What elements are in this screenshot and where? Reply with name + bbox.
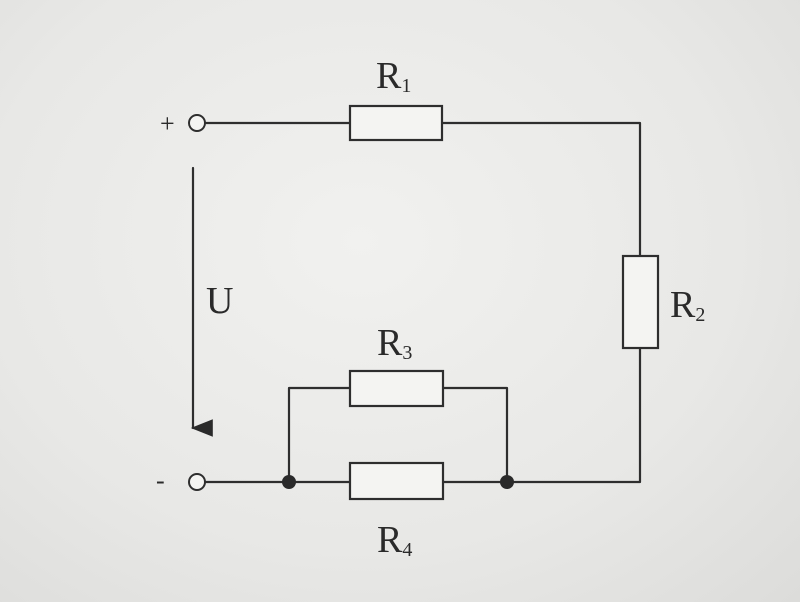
wire-r3-right-branch — [441, 386, 509, 484]
voltage-label: U — [206, 280, 233, 322]
resistor-r3 — [348, 369, 445, 408]
junction-node-left — [282, 475, 296, 489]
resistor-r4 — [348, 461, 445, 501]
label-r3-letter: R — [377, 322, 403, 364]
label-r2-letter: R — [670, 284, 696, 326]
label-r4: R4 — [377, 519, 412, 561]
label-r1: R1 — [376, 55, 411, 97]
resistor-r1 — [348, 104, 444, 142]
label-r1-index: 1 — [401, 75, 411, 97]
terminal-negative — [188, 473, 206, 491]
label-r2-index: 2 — [695, 304, 705, 326]
label-r4-index: 4 — [402, 539, 412, 561]
label-r4-letter: R — [377, 519, 403, 561]
label-r2: R2 — [670, 284, 705, 326]
label-r3-index: 3 — [402, 342, 412, 364]
wire-r3-left-branch — [287, 386, 352, 484]
negative-sign: - — [156, 466, 165, 495]
terminal-positive — [188, 114, 206, 132]
junction-node-right — [500, 475, 514, 489]
positive-sign: + — [160, 109, 175, 138]
label-r1-letter: R — [376, 55, 402, 97]
label-r3: R3 — [377, 322, 412, 364]
resistor-r2 — [621, 254, 660, 350]
wire-right-bottom — [510, 346, 642, 484]
wire-top-right — [440, 121, 642, 260]
